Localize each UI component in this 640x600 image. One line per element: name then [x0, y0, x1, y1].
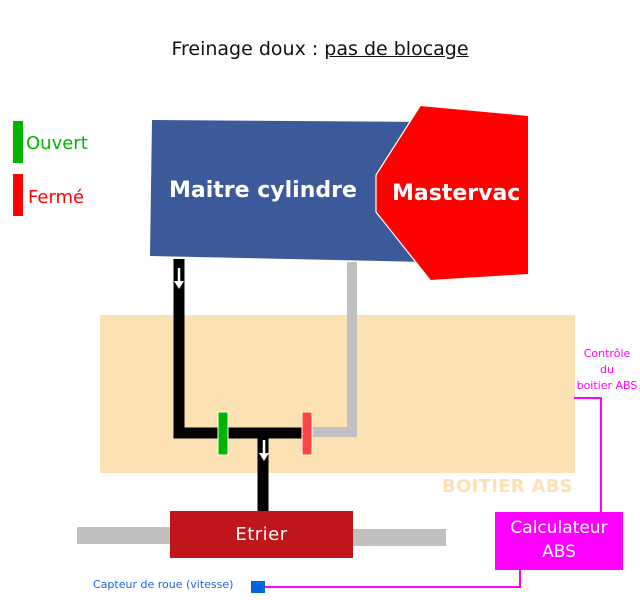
mastervac-outline [375, 105, 431, 281]
flow-arrow-icon-top [174, 268, 184, 289]
control-wire-boitier [574, 397, 602, 512]
valve-exit-closed [301, 411, 313, 456]
diagram-title: Freinage doux : pas de blocage [0, 38, 640, 60]
legend-open-label: Ouvert [26, 133, 88, 154]
controle-line-2: du [600, 363, 614, 376]
valve-entry-open [217, 411, 229, 456]
wheel-speed-sensor-icon [251, 581, 265, 593]
legend-closed-swatch [13, 174, 23, 216]
mastervac-label: Mastervac [392, 181, 521, 206]
wheel-bar-right [352, 529, 446, 546]
legend-open-swatch [13, 121, 23, 163]
maitre-cylindre-body [150, 120, 425, 262]
controle-annotation: Contrôle du boitier ABS [572, 346, 640, 394]
sensor-wire [265, 570, 521, 588]
boitier-abs-label: BOITIER ABS [442, 476, 574, 497]
calculateur-abs: Calculateur ABS [495, 512, 623, 570]
controle-line-1: Contrôle [583, 347, 631, 360]
etrier: Etrier [170, 511, 353, 558]
controle-line-3: boitier ABS [576, 379, 638, 392]
capteur-label: Capteur de roue (vitesse) [93, 578, 234, 591]
legend-closed-label: Fermé [28, 187, 85, 208]
calculateur-line-2: ABS [542, 542, 576, 562]
title-prefix: Freinage doux : [171, 38, 325, 60]
pressure-pipe-main [173, 259, 305, 439]
title-emphasis: pas de blocage [324, 38, 469, 60]
wheel-bar-left [77, 527, 172, 544]
mastervac-body [376, 106, 528, 280]
calculateur-line-1: Calculateur [510, 518, 608, 538]
flow-arrow-icon-bottom [259, 440, 269, 461]
maitre-cylindre-label: Maitre cylindre [169, 178, 357, 203]
return-pipe [305, 262, 357, 437]
